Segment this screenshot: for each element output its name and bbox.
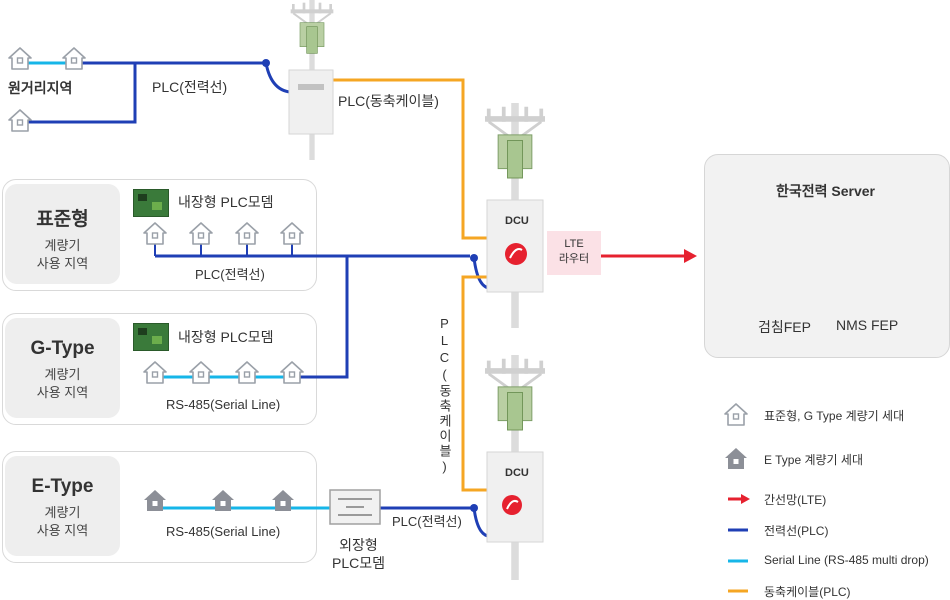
kepco-server-box bbox=[704, 154, 950, 358]
house-filled-icon bbox=[272, 490, 294, 511]
plc-power-standard-label: PLC(전력선) bbox=[195, 267, 265, 282]
etype-zone-title: E-Type bbox=[31, 476, 94, 497]
far-area-label: 원거리지역 bbox=[8, 80, 73, 96]
lte-router: LTE 라우터 bbox=[547, 231, 601, 275]
house-outline-icon bbox=[280, 361, 304, 384]
legend-label: 표준형, G Type 계량기 세대 bbox=[764, 409, 905, 423]
plc-power-etype-label: PLC(전력선) bbox=[392, 514, 462, 529]
rs485-etype-label: RS-485(Serial Line) bbox=[166, 524, 281, 539]
legend-label: E Type 계량기 세대 bbox=[764, 453, 864, 467]
etype-zone-sub2: 사용 지역 bbox=[36, 523, 89, 538]
utility-pole-dcu-2 bbox=[483, 355, 547, 580]
house-outline-icon bbox=[8, 47, 32, 70]
dcu-label-2: DCU bbox=[505, 467, 529, 479]
legend-label: 동축케이블(PLC) bbox=[764, 585, 851, 599]
legend-label: 전력선(PLC) bbox=[764, 524, 829, 538]
utility-pole-top bbox=[288, 0, 335, 160]
house-filled-icon bbox=[725, 448, 747, 469]
house-outline-icon bbox=[143, 222, 167, 245]
house-outline-icon bbox=[280, 222, 304, 245]
legend-label: 간선망(LTE) bbox=[764, 493, 827, 507]
external-modem-line1: 외장형 bbox=[339, 537, 378, 553]
plc-power-top-label: PLC(전력선) bbox=[152, 79, 228, 95]
standard-zone-title: 표준형 bbox=[36, 209, 89, 230]
server-fep1-label: 검침FEP bbox=[758, 319, 811, 335]
legend-label: Serial Line (RS-485 multi drop) bbox=[764, 553, 929, 567]
house-filled-icon bbox=[144, 490, 166, 511]
utility-pole-dcu-1 bbox=[483, 103, 547, 328]
etype-zone-sub1: 계량기 bbox=[44, 505, 81, 520]
external-plc-modem-icon bbox=[329, 489, 381, 525]
lte-arrow bbox=[601, 249, 697, 263]
standard-modem-label: 내장형 PLC모뎀 bbox=[178, 194, 274, 210]
standard-zone-sub2: 사용 지역 bbox=[36, 256, 89, 271]
house-outline-icon bbox=[235, 222, 259, 245]
coax-line-top bbox=[330, 78, 487, 240]
plc-coax-vertical-label: PLC(동축케이블) bbox=[437, 316, 452, 476]
gtype-zone-title: G-Type bbox=[30, 338, 95, 359]
gtype-modem-label: 내장형 PLC모뎀 bbox=[178, 329, 274, 345]
house-outline-icon bbox=[62, 47, 86, 70]
house-outline-icon bbox=[235, 361, 259, 384]
house-outline-icon bbox=[724, 403, 748, 426]
house-outline-icon bbox=[189, 361, 213, 384]
plc-modem-board-icon bbox=[133, 323, 169, 351]
lte-router-line1: LTE bbox=[564, 238, 584, 250]
red-arrow-icon bbox=[728, 494, 750, 504]
external-modem-label: 외장형 PLC모뎀 bbox=[332, 536, 385, 572]
lte-router-line2: 라우터 bbox=[558, 253, 590, 265]
standard-zone-sub1: 계량기 bbox=[44, 238, 81, 253]
house-outline-icon bbox=[143, 361, 167, 384]
plc-coax-top-label: PLC(동축케이블) bbox=[338, 93, 439, 109]
gtype-zone-sub2: 사용 지역 bbox=[36, 385, 89, 400]
external-modem-line2: PLC모뎀 bbox=[332, 555, 385, 571]
gtype-zone-sub1: 계량기 bbox=[44, 367, 81, 382]
coax-line-vertical bbox=[461, 275, 487, 492]
server-title: 한국전력 Server bbox=[776, 183, 876, 199]
house-outline-icon bbox=[189, 222, 213, 245]
plc-modem-board-icon bbox=[133, 189, 169, 217]
server-fep2-label: NMS FEP bbox=[836, 317, 899, 333]
house-filled-icon bbox=[212, 490, 234, 511]
house-outline-icon bbox=[8, 109, 32, 132]
rs485-gtype-label: RS-485(Serial Line) bbox=[166, 397, 281, 412]
dcu-label-1: DCU bbox=[505, 215, 529, 227]
